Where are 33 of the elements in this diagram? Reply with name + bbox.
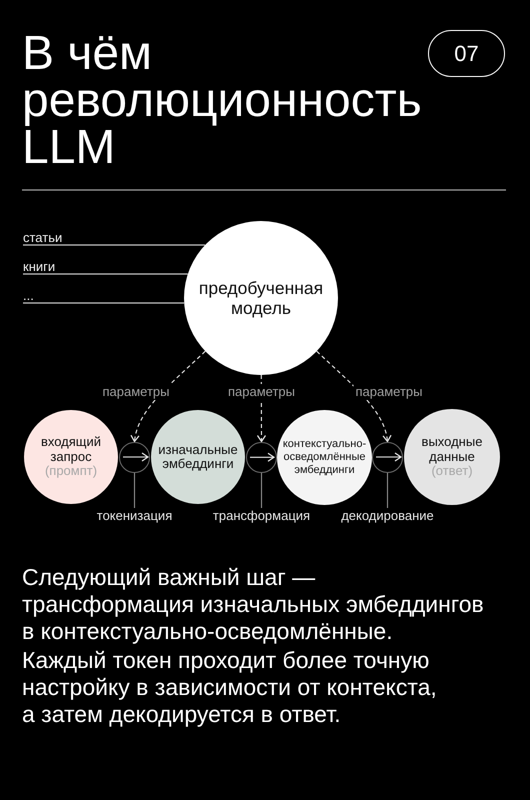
source-label: книги bbox=[23, 259, 56, 274]
step-ring bbox=[372, 442, 403, 472]
step-label: трансформация bbox=[212, 508, 310, 524]
leader-line bbox=[260, 472, 262, 508]
node-text: предобученная модель bbox=[198, 278, 324, 318]
page-number-badge: 07 bbox=[428, 30, 505, 77]
dashed-arrow bbox=[316, 350, 392, 442]
node-text: контекстуально-осведомлённые эмбеддинги bbox=[282, 438, 368, 477]
step-ring bbox=[119, 442, 150, 472]
page-title: В чём революционность LLM bbox=[22, 30, 423, 171]
arrow bbox=[376, 452, 402, 462]
edge-label: параметры bbox=[354, 384, 424, 400]
edge-label: параметры bbox=[226, 384, 297, 400]
node-subtext: (ответ) bbox=[431, 464, 473, 479]
node-text: входящий запрос bbox=[40, 435, 102, 464]
step-label: токенизация bbox=[96, 508, 172, 524]
leader-line bbox=[134, 472, 136, 508]
leader-line bbox=[23, 302, 184, 304]
leader-line bbox=[386, 472, 388, 508]
body-paragraph: Каждый токен проходит более точную настройку в зависимости от контекста, а затем декодируется в ответ. bbox=[22, 647, 438, 728]
leader-line bbox=[23, 273, 188, 275]
edge-label: параметры bbox=[100, 384, 172, 400]
arrow bbox=[250, 452, 275, 462]
leader-line bbox=[23, 244, 206, 246]
node-text: выходные данные bbox=[420, 435, 484, 464]
arrow bbox=[123, 452, 149, 462]
node-text: изначальные эмбеддинги bbox=[157, 442, 239, 472]
source-label: ... bbox=[23, 288, 34, 303]
node-subtext: (промпт) bbox=[44, 464, 98, 479]
step-label: декодирование bbox=[341, 508, 434, 524]
source-label: статьи bbox=[23, 230, 62, 245]
dashed-arrow bbox=[130, 350, 206, 442]
body-paragraph: Следующий важный шаг — трансформация изначальных эмбеддингов в контекстуально-осведомлённые. bbox=[22, 564, 485, 645]
